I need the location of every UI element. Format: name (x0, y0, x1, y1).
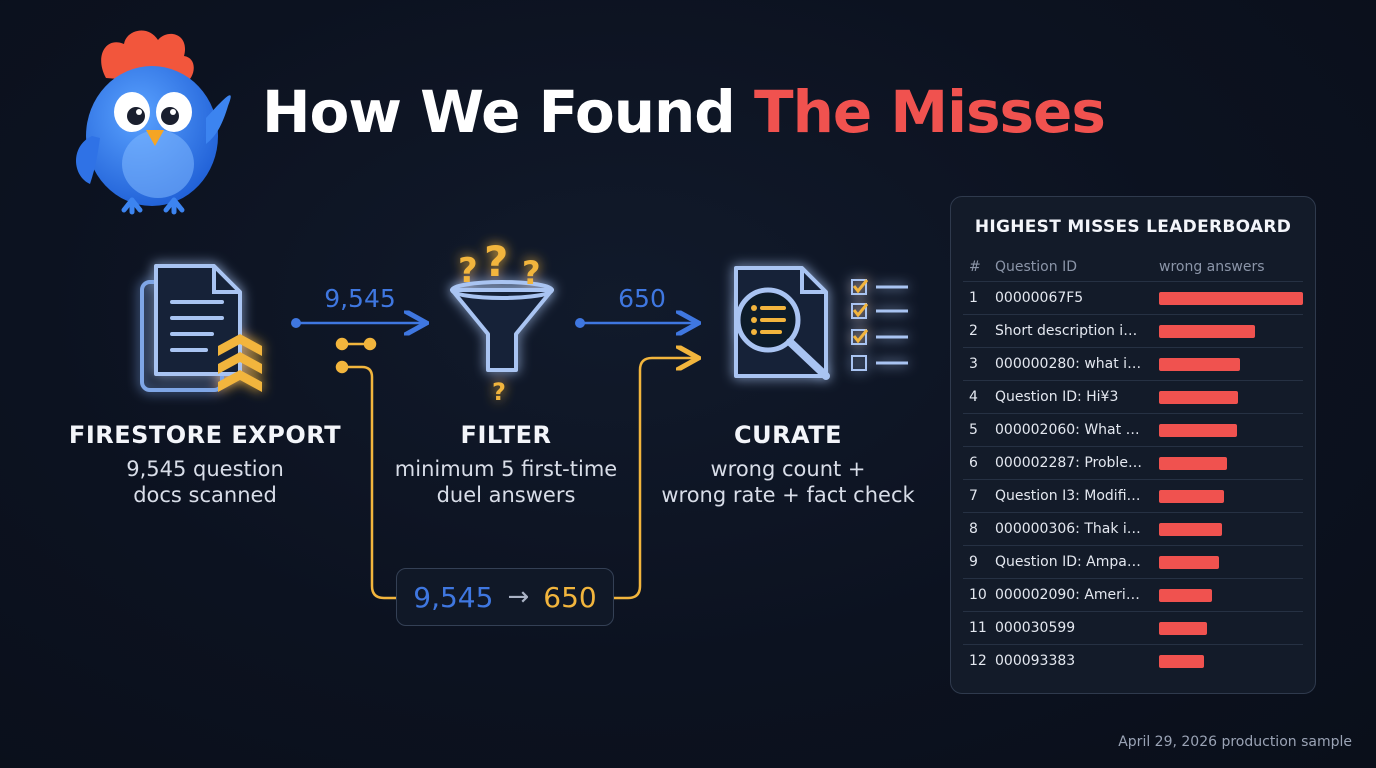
wrong-answers-bar (1159, 391, 1238, 404)
edge-label-first: 9,545 (324, 284, 396, 313)
table-row[interactable]: 11 000030599 (963, 611, 1303, 644)
row-question-id: Question ID: Hi¥3 (995, 389, 1119, 405)
wrong-answers-bar (1159, 424, 1237, 437)
wrong-answers-bar (1159, 358, 1240, 371)
row-rank: 5 (969, 422, 978, 438)
svg-text:?: ? (492, 378, 506, 406)
magnifier-checklist-icon (734, 266, 908, 380)
wrong-answers-bar (1159, 292, 1303, 305)
step-desc-curate-line2: wrong rate + fact check (661, 483, 915, 507)
table-row[interactable]: 2 Short description in... (963, 314, 1303, 347)
step-desc-filter: minimum 5 first-time duel answers (356, 456, 656, 508)
step-desc-export-line1: 9,545 question (126, 457, 284, 481)
row-rank: 7 (969, 488, 978, 504)
column-header-rank: # (969, 259, 981, 275)
title-main: How We Found (262, 78, 736, 146)
wrong-answers-bar (1159, 655, 1204, 668)
wrong-answers-bar (1159, 589, 1212, 602)
row-rank: 4 (969, 389, 978, 405)
row-question-id: 000093383 (995, 653, 1076, 669)
table-row[interactable]: 7 Question I3: Modific... (963, 479, 1303, 512)
row-rank: 11 (969, 620, 987, 636)
wrong-answers-bar (1159, 523, 1222, 536)
column-header-question-id: Question ID (995, 259, 1077, 275)
page-title: How We Found The Misses (262, 78, 1106, 146)
row-question-id: 000000280: what it... (995, 356, 1145, 372)
row-question-id: 000002090: Americ... (995, 587, 1145, 603)
footnote: April 29, 2026 production sample (1118, 734, 1352, 750)
step-desc-filter-line1: minimum 5 first-time (394, 457, 618, 481)
row-question-id: Question ID: Ampati... (995, 554, 1145, 570)
row-rank: 8 (969, 521, 978, 537)
step-title-filter: FILTER (460, 421, 552, 449)
leaderboard-panel: HIGHEST MISSES LEADERBOARD # Question ID… (950, 196, 1316, 694)
svg-text:?: ? (522, 254, 541, 292)
leaderboard-rows: 1 00000067F5 2 Short description in... 3 0000… (963, 281, 1303, 677)
summary-path (335, 337, 696, 600)
table-row[interactable]: 5 000002060: What h... (963, 413, 1303, 446)
table-row[interactable]: 1 00000067F5 (963, 281, 1303, 314)
step-desc-export-line2: docs scanned (133, 483, 277, 507)
row-rank: 10 (969, 587, 987, 603)
summary-to: 650 (543, 580, 597, 614)
leaderboard-title: HIGHEST MISSES LEADERBOARD (974, 217, 1292, 237)
step-title-curate: CURATE (733, 421, 843, 449)
step-desc-export: 9,545 question docs scanned (55, 456, 355, 508)
column-header-wrong-answers: wrong answers (1159, 259, 1265, 275)
row-rank: 9 (969, 554, 978, 570)
summary-box: 9,545 → 650 (396, 568, 614, 626)
row-question-id: 00000067F5 (995, 290, 1084, 306)
table-row[interactable]: 4 Question ID: Hi¥3 (963, 380, 1303, 413)
row-rank: 6 (969, 455, 978, 471)
wrong-answers-bar (1159, 457, 1227, 470)
row-question-id: 000002287: Problen... (995, 455, 1145, 471)
step-desc-curate-line1: wrong count + (710, 457, 866, 481)
title-accent: The Misses (754, 78, 1106, 146)
table-row[interactable]: 8 000000306: Thak in... (963, 512, 1303, 545)
bird-mascot-icon (76, 30, 231, 215)
funnel-question-icon: ? ? ? ? (450, 237, 554, 406)
document-export-icon (140, 264, 262, 392)
row-rank: 1 (969, 290, 978, 306)
row-question-id: 000002060: What h... (995, 422, 1145, 438)
edge-label-second: 650 (618, 284, 666, 313)
edge-filter-to-curate (575, 318, 696, 328)
row-question-id: 000030599 (995, 620, 1076, 636)
row-question-id: Short description in... (995, 323, 1145, 339)
row-rank: 12 (969, 653, 987, 669)
row-question-id: 000000306: Thak in... (995, 521, 1145, 537)
row-rank: 2 (969, 323, 978, 339)
table-row[interactable]: 6 000002287: Problen... (963, 446, 1303, 479)
table-row[interactable]: 10 000002090: Americ... (963, 578, 1303, 611)
table-row[interactable]: 12 000093383 (963, 644, 1303, 677)
table-row[interactable]: 9 Question ID: Ampati... (963, 545, 1303, 578)
edge-export-to-filter (291, 318, 424, 328)
wrong-answers-bar (1159, 490, 1224, 503)
wrong-answers-bar (1159, 622, 1207, 635)
row-rank: 3 (969, 356, 978, 372)
svg-text:?: ? (458, 251, 478, 291)
wrong-answers-bar (1159, 556, 1219, 569)
row-question-id: Question I3: Modific... (995, 488, 1145, 504)
step-desc-curate: wrong count + wrong rate + fact check (638, 456, 938, 508)
svg-text:?: ? (484, 237, 508, 286)
flow-diagram: ? ? ? ? (140, 237, 908, 600)
summary-from: 9,545 (413, 580, 494, 614)
wrong-answers-bar (1159, 325, 1255, 338)
step-title-export: FIRESTORE EXPORT (68, 421, 342, 449)
table-row[interactable]: 3 000000280: what it... (963, 347, 1303, 380)
arrow-right-icon: → (507, 582, 530, 612)
step-desc-filter-line2: duel answers (436, 483, 576, 507)
